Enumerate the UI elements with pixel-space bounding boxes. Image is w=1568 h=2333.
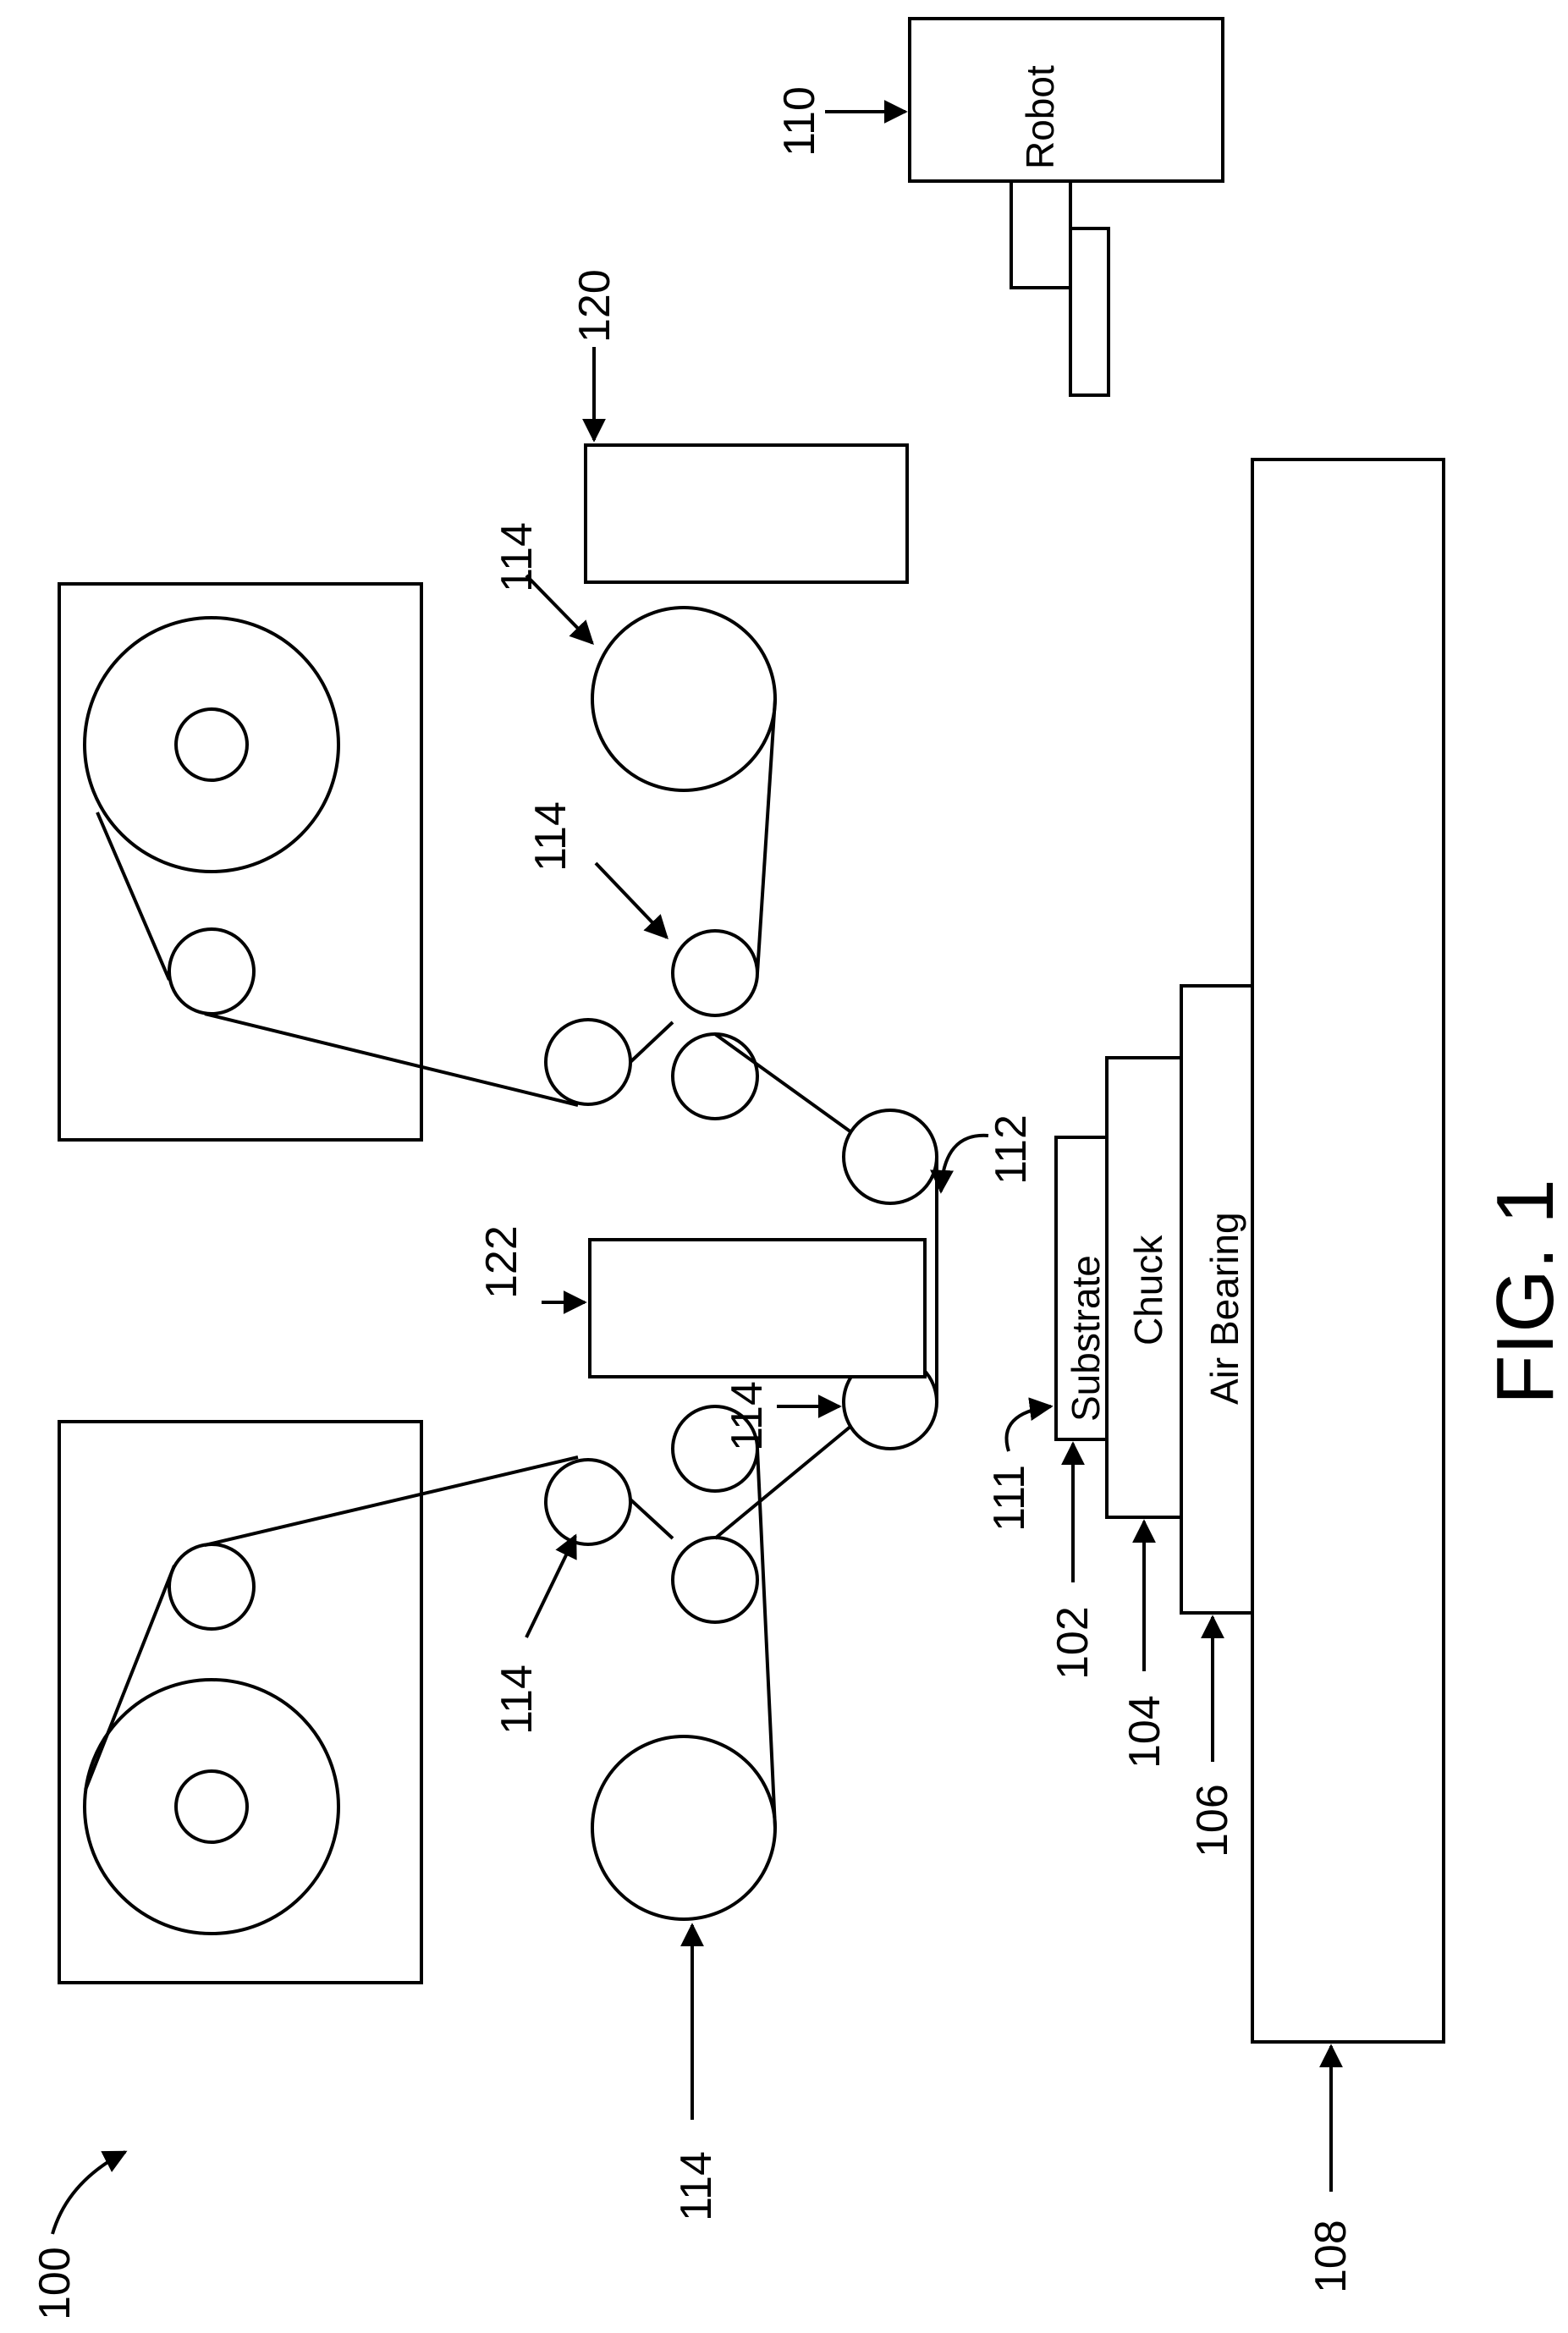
robot-end-effector: [1070, 228, 1109, 395]
ref-112-label: 112: [987, 1114, 1036, 1185]
ref-111-leader: [1006, 1406, 1051, 1451]
roller-right-nip-bottom: [673, 931, 757, 1015]
system-ref-group: 100: [30, 2152, 125, 2320]
substrate-label: Substrate: [1064, 1255, 1108, 1422]
ref-114-label: 114: [723, 1381, 772, 1451]
chuck-label: Chuck: [1126, 1235, 1170, 1345]
robot-box: [910, 19, 1223, 181]
figure-caption: FIG. 1: [1480, 1179, 1568, 1405]
film-segment: [757, 1449, 775, 1828]
ref-110-group: 110: [775, 86, 905, 157]
ref-122-group: 122: [477, 1225, 585, 1302]
ref-120-group: 120: [570, 269, 619, 440]
ref-104-label: 104: [1120, 1695, 1169, 1769]
robot-assembly: Robot: [910, 19, 1223, 395]
ref-114-arrow: [526, 575, 592, 643]
ref-114-group-b: 114: [492, 1536, 575, 1735]
unit-120-box: [586, 445, 907, 582]
ref-111-label: 111: [985, 1465, 1034, 1532]
substrate-stack: Air Bearing Chuck Substrate: [1056, 986, 1252, 1613]
ref-114-label: 114: [672, 2151, 721, 2221]
film-segment: [630, 1499, 673, 1538]
ref-122-label: 122: [477, 1225, 526, 1299]
ref-114-label: 114: [492, 1664, 542, 1735]
right-reel-box: [59, 584, 421, 1140]
roller-right-outer: [546, 1020, 630, 1104]
ref-114-group-c: 114: [723, 1381, 839, 1451]
ref-114-group-a: 114: [672, 1925, 721, 2221]
unit-122-box: [590, 1240, 925, 1377]
roller-left-nip-bottom: [673, 1538, 757, 1622]
air-bearing-label: Air Bearing: [1202, 1212, 1246, 1405]
ref-110-label: 110: [775, 86, 824, 157]
ref-111-group: 111: [985, 1406, 1051, 1532]
film-segment: [630, 1022, 673, 1062]
roller-right-nip-top: [673, 1034, 757, 1119]
ref-112-group: 112: [941, 1114, 1036, 1191]
robot-arm-link: [1011, 181, 1070, 288]
ref-114-group-e: 114: [492, 522, 592, 643]
right-reel-assembly: [59, 584, 421, 1140]
roller-large-right: [592, 608, 775, 790]
ref-106-group: 106: [1188, 1617, 1237, 1857]
film-segment: [715, 1034, 851, 1132]
robot-label: Robot: [1018, 65, 1062, 169]
ref-104-group: 104: [1120, 1521, 1169, 1769]
ref-100-arrow: [52, 2152, 125, 2234]
base-108-rect: [1252, 459, 1444, 2042]
ref-114-arrow: [526, 1536, 575, 1637]
ref-114-label: 114: [526, 801, 575, 872]
ref-102-group: 102: [1048, 1444, 1098, 1680]
ref-106-label: 106: [1188, 1784, 1237, 1857]
ref-102-label: 102: [1048, 1606, 1098, 1680]
ref-120-label: 120: [570, 269, 619, 343]
ref-108-label: 108: [1307, 2220, 1356, 2293]
ref-114-group-d: 114: [526, 801, 667, 938]
ref-100-label: 100: [30, 2247, 80, 2320]
roller-right-guide: [844, 1110, 937, 1203]
ref-108-group: 108: [1307, 2046, 1356, 2293]
roller-large-left: [592, 1736, 775, 1919]
ref-112-leader: [941, 1136, 988, 1191]
ref-114-arrow: [596, 863, 667, 938]
roller-left-outer: [546, 1460, 630, 1544]
